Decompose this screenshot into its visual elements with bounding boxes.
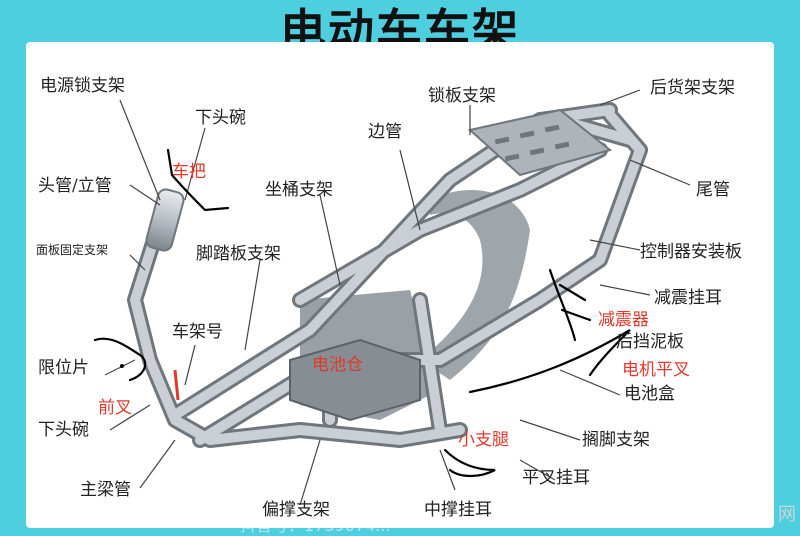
label-side-stand: 偏撑支架 bbox=[262, 500, 330, 520]
label-flat-fork-ear: 平叉挂耳 bbox=[522, 468, 590, 488]
label-controller-plate: 控制器安装板 bbox=[640, 242, 742, 262]
label-lock-plate-bracket: 锁板支架 bbox=[428, 86, 496, 106]
head-tube-shape bbox=[145, 188, 185, 252]
label-shock-absorber: 减震器 bbox=[598, 310, 649, 330]
label-handlebar: 车把 bbox=[172, 162, 206, 182]
label-motor-fork: 电机平叉 bbox=[622, 360, 690, 380]
label-tail-tube: 尾管 bbox=[696, 180, 730, 200]
label-mudguard: 后挡泥板 bbox=[616, 332, 684, 352]
label-head-tube: 头管/立管 bbox=[38, 176, 112, 196]
label-lower-head-bowl-top: 下头碗 bbox=[195, 108, 246, 128]
corner-mark: 网 bbox=[778, 504, 796, 525]
label-kick-stand: 小支腿 bbox=[458, 430, 509, 450]
label-rear-rack-bracket: 后货架支架 bbox=[650, 78, 735, 98]
label-battery-box: 电池盒 bbox=[624, 384, 675, 404]
label-side-tube: 边管 bbox=[368, 122, 402, 142]
handdrawn-marks bbox=[93, 148, 631, 478]
watermark-text: 抖音号：1739074... bbox=[240, 516, 391, 535]
lock-plate-shape bbox=[467, 108, 613, 177]
label-pedal-bracket: 搁脚支架 bbox=[582, 430, 650, 450]
label-front-fork: 前叉 bbox=[98, 398, 132, 418]
label-panel-fix-bracket: 面板固定支架 bbox=[36, 243, 109, 257]
limit-dot bbox=[120, 364, 124, 368]
label-lower-head-bowl: 下头碗 bbox=[38, 420, 89, 440]
label-power-lock-bracket: 电源锁支架 bbox=[40, 76, 125, 96]
label-footrest-bracket: 脚踏板支架 bbox=[196, 244, 281, 264]
battery-box-shape bbox=[289, 338, 421, 422]
rack-slots bbox=[494, 124, 570, 162]
mudguard-shape bbox=[420, 190, 530, 380]
label-shock-ear: 减震挂耳 bbox=[654, 288, 722, 308]
label-frame-number: 车架号 bbox=[172, 322, 223, 342]
frame-number-marker bbox=[173, 369, 180, 401]
label-battery-compartment: 电池仓 bbox=[312, 355, 363, 375]
label-center-stand-ear: 中撑挂耳 bbox=[424, 500, 492, 520]
label-seat-bracket: 坐桶支架 bbox=[265, 180, 333, 200]
label-limit-plate: 限位片 bbox=[38, 358, 89, 378]
leader-lines bbox=[104, 89, 691, 506]
label-main-beam: 主梁管 bbox=[80, 480, 131, 500]
